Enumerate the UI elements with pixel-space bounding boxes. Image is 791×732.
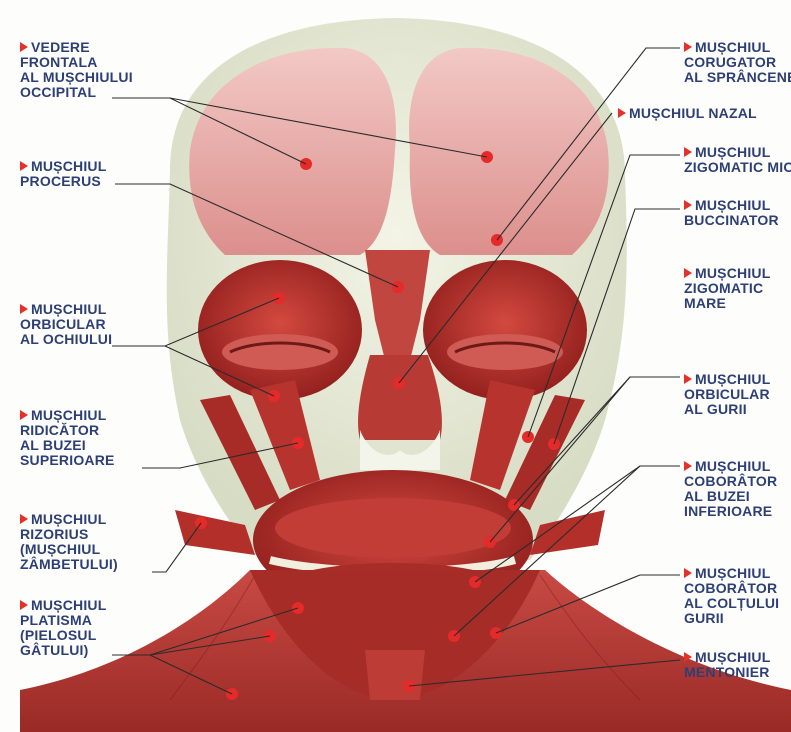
orbicular-eye-right	[423, 260, 587, 400]
nasal	[358, 355, 442, 440]
arrow-icon	[20, 600, 28, 610]
label-rizorius: MUȘCHIUL RIZORIUS (MUȘCHIUL ZÂMBETULUI)	[20, 512, 118, 572]
label-buccinator: MUȘCHIUL BUCCINATOR	[684, 198, 779, 228]
arrow-icon	[684, 461, 692, 471]
mentalis	[365, 650, 425, 700]
label-zigomatic-mare: MUȘCHIUL ZIGOMATIC MARE	[684, 266, 770, 311]
label-coborator-buza: MUȘCHIUL COBORÂTOR AL BUZEI INFERIOARE	[684, 459, 777, 519]
arrow-icon	[618, 108, 626, 118]
arrow-icon	[20, 42, 28, 52]
label-zigomatic-mic: MUȘCHIUL ZIGOMATIC MIC	[684, 145, 791, 175]
label-ridicator: MUȘCHIUL RIDICĂTOR AL BUZEI SUPERIOARE	[20, 408, 115, 468]
label-procerus: MUȘCHIUL PROCERUS	[20, 159, 106, 189]
arrow-icon	[684, 652, 692, 662]
label-coborator-colt: MUȘCHIUL COBORÂTOR AL COLȚULUI GURII	[684, 566, 779, 626]
arrow-icon	[20, 410, 28, 420]
arrow-icon	[684, 568, 692, 578]
label-platisma: MUȘCHIUL PLATISMA (PIELOSUL GÂTULUI)	[20, 598, 106, 658]
arrow-icon	[20, 304, 28, 314]
arrow-icon	[684, 268, 692, 278]
orbicular-eye-left	[198, 260, 362, 400]
arrow-icon	[684, 147, 692, 157]
label-mentonier: MUȘCHIUL MENTONIER	[684, 650, 770, 680]
label-occipital: VEDERE FRONTALA AL MUȘCHIULUI OCCIPITAL	[20, 40, 133, 100]
label-orbicular-ochi: MUȘCHIUL ORBICULAR AL OCHIULUI	[20, 302, 112, 347]
label-nazal: MUȘCHIUL NAZAL	[618, 106, 757, 121]
arrow-icon	[20, 161, 28, 171]
arrow-icon	[20, 514, 28, 524]
arrow-icon	[684, 42, 692, 52]
label-corugator: MUȘCHIUL CORUGATOR AL SPRÂNCENEI	[684, 40, 791, 85]
arrow-icon	[684, 200, 692, 210]
label-orbicular-gura: MUȘCHIUL ORBICULAR AL GURII	[684, 372, 770, 417]
arrow-icon	[684, 374, 692, 384]
